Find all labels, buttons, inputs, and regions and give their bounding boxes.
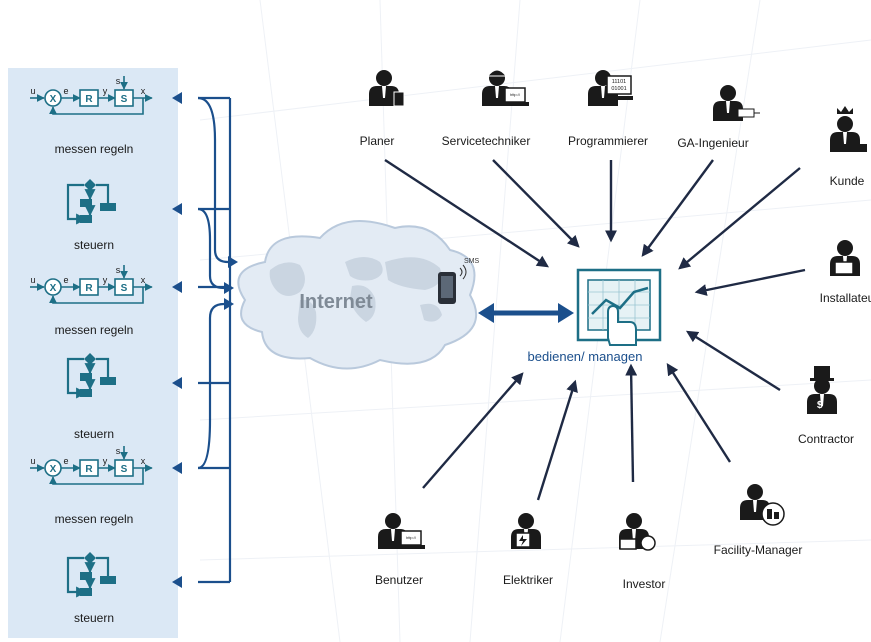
role-label-programmierer: Programmierer (567, 134, 649, 148)
role-arrow (685, 330, 781, 392)
toolbox-icon (830, 240, 860, 276)
role-label-benutzer: Benutzer (374, 573, 424, 587)
role-label-contractor: Contractor (797, 432, 855, 446)
signal-label-s: s (116, 265, 121, 275)
crown-icon (830, 106, 867, 152)
signal-label-u: u (30, 456, 35, 466)
role-arrow (422, 372, 524, 489)
signal-label-x: x (141, 86, 146, 96)
role-label-facility-manager: Facility-Manager (713, 543, 803, 557)
calculator-icon (369, 70, 405, 107)
signal-label-e: e (63, 456, 68, 466)
control-flow-diagram (66, 552, 116, 598)
role-arrow (666, 362, 732, 463)
building-icon (740, 484, 785, 526)
role-label-servicetechniker: Servicetechniker (441, 134, 531, 148)
messen-regeln-label: messen regeln (54, 142, 134, 156)
steuern-label: steuern (73, 238, 115, 252)
role-arrow (625, 363, 638, 483)
internet-label: Internet (299, 291, 373, 313)
plant-block-label: S (121, 464, 128, 475)
hub-label: bedienen/ managen (527, 349, 643, 364)
signal-label-u: u (30, 86, 35, 96)
signal-label-u: u (30, 275, 35, 285)
signal-label-y: y (103, 86, 108, 96)
summing-junction-symbol: X (50, 464, 57, 475)
role-label-elektriker: Elektriker (502, 573, 554, 587)
role-arrow (492, 159, 580, 248)
svg-text:11101: 11101 (612, 79, 626, 85)
bus-arrowheads (172, 92, 182, 588)
summing-junction-symbol: X (50, 94, 57, 105)
role-label-investor: Investor (622, 577, 666, 591)
role-label-ga-ingenieur: GA-Ingenieur (677, 136, 749, 150)
role-arrow (536, 379, 578, 501)
cloud-arrowheads (224, 256, 238, 310)
circuit-icon (713, 85, 760, 121)
hub-dashboard-icon (576, 268, 662, 346)
signal-label-s: s (116, 446, 121, 456)
signal-label-x: x (141, 275, 146, 285)
feedback-loop-diagram: X R Su e ys x (30, 265, 153, 304)
role-arrows-group (384, 158, 806, 501)
messen-regeln-label: messen regeln (54, 323, 134, 337)
signal-label-y: y (103, 456, 108, 466)
hardhat-laptop-icon: http:// (482, 69, 529, 106)
laptop-icon: http:// (378, 513, 425, 549)
role-arrow (694, 268, 806, 296)
controller-block-label: R (85, 94, 93, 105)
role-label-kunde: Kunde (829, 174, 865, 188)
feedback-loop-diagram: X R Su e ys x (30, 446, 153, 485)
signal-label-y: y (103, 275, 108, 285)
plant-block-label: S (121, 94, 128, 105)
signal-label-x: x (141, 456, 146, 466)
role-label-installateur: Installateur (819, 291, 871, 305)
svg-text:http://: http:// (406, 535, 417, 540)
controller-block-label: R (85, 464, 93, 475)
bus-to-cloud-lines (197, 96, 229, 470)
svg-text:http://: http:// (510, 92, 521, 97)
bus-connector-lines (198, 96, 232, 584)
steuern-label: steuern (73, 611, 115, 625)
internet-cloud (237, 219, 478, 370)
control-flow-diagram (66, 353, 116, 399)
feedback-loop-diagram: X R Su e ys x (30, 76, 153, 115)
control-loop-panel (8, 68, 178, 638)
signal-label-s: s (116, 76, 121, 86)
controller-block-label: R (85, 283, 93, 294)
steuern-label: steuern (73, 427, 115, 441)
signal-label-e: e (63, 86, 68, 96)
svg-text:$: $ (817, 400, 823, 411)
role-label-planer: Planer (359, 134, 395, 148)
control-flow-diagram (66, 179, 116, 225)
role-arrow (678, 167, 801, 270)
role-arrow (384, 158, 550, 268)
cloud-hub-double-arrow (478, 303, 574, 323)
plant-block-label: S (121, 283, 128, 294)
lightning-icon (511, 513, 541, 549)
tophat-dollar-icon: $ (807, 366, 837, 414)
smartphone-icon (438, 264, 467, 304)
messen-regeln-label: messen regeln (54, 512, 134, 526)
sms-badge: SMS (464, 258, 480, 265)
signal-label-e: e (63, 275, 68, 285)
role-arrow (641, 159, 714, 257)
summing-junction-symbol: X (50, 283, 57, 294)
svg-text:01001: 01001 (611, 86, 626, 92)
money-bag-icon (619, 513, 656, 551)
